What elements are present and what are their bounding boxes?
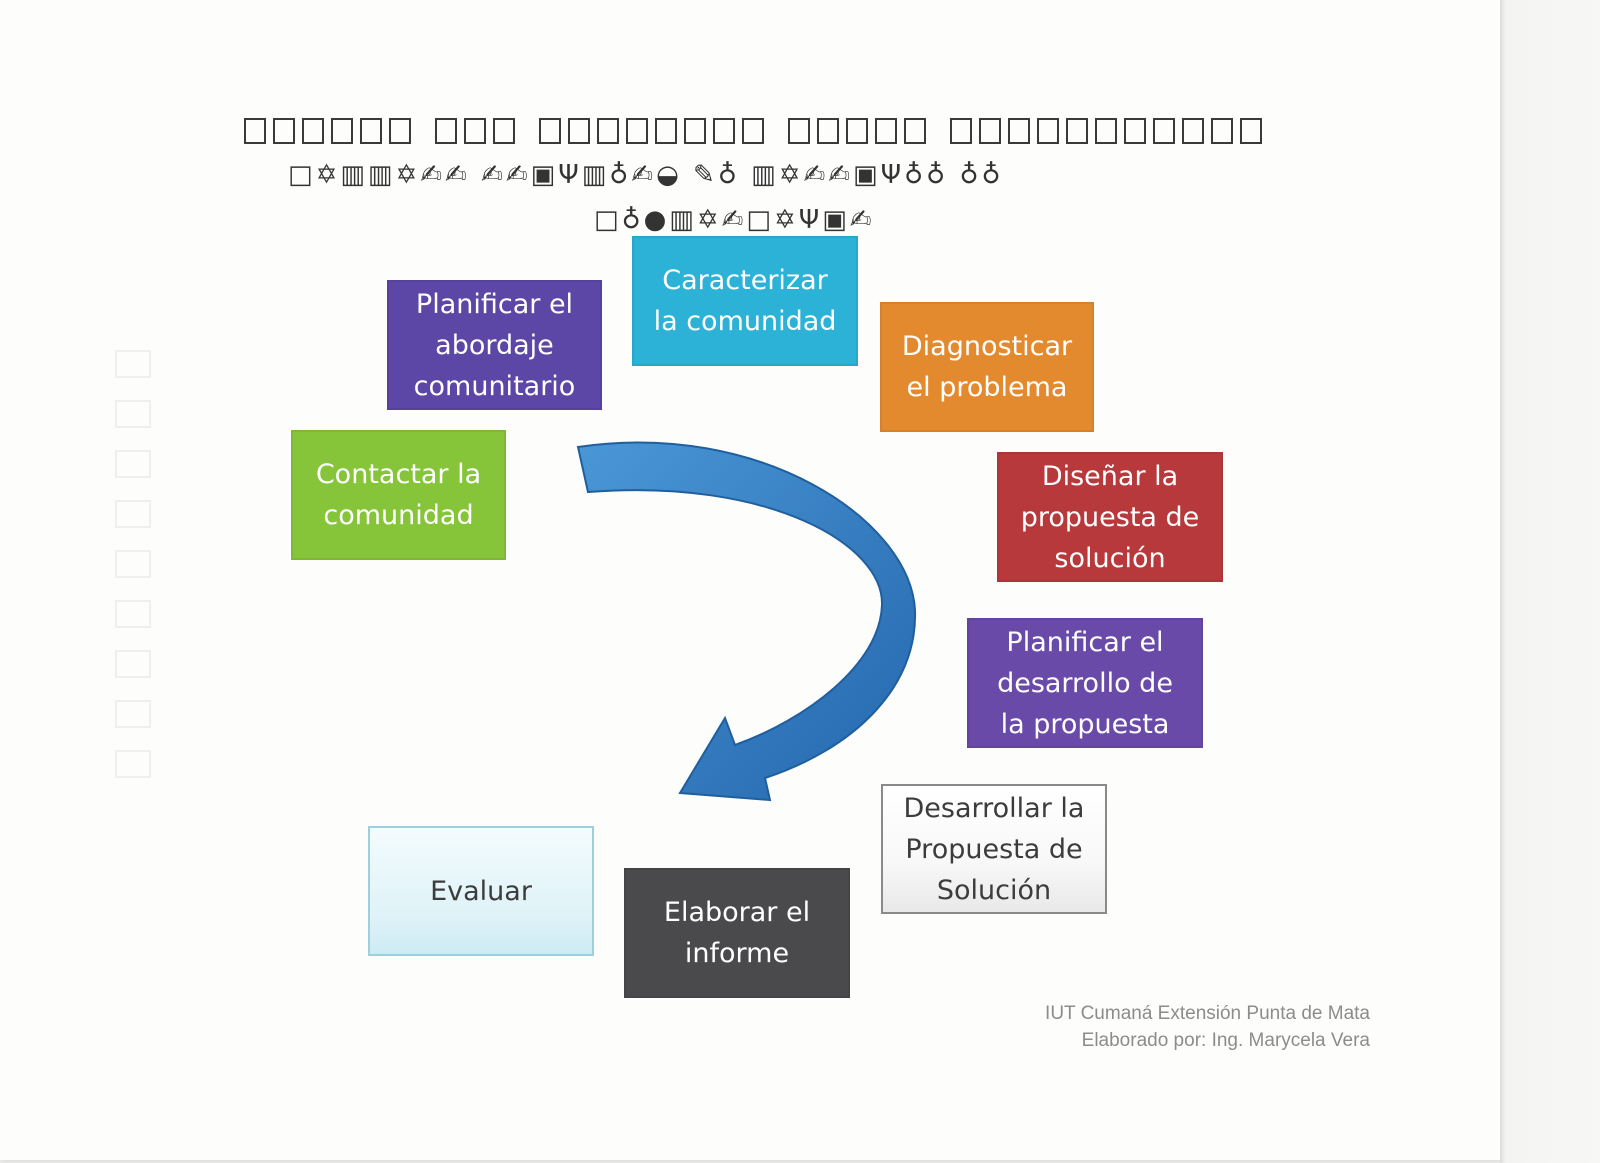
faint-margin-boxes: [115, 350, 153, 790]
title-word: [539, 118, 764, 144]
step-planificar-abordaje: Planificar el abordaje comunitario: [387, 280, 602, 410]
faint-box: [115, 350, 151, 378]
step-label-line: el problema: [906, 372, 1068, 403]
title-word: [788, 118, 926, 144]
title-word: [244, 118, 411, 144]
title-garbled-line: □♁●▥✡✍□✡Ψ▣✍: [594, 205, 875, 235]
step-label-line: desarrollo de: [997, 667, 1173, 699]
step-label-line: Planificar el: [415, 288, 574, 320]
step-label-line: Diagnosticar: [901, 331, 1073, 362]
step-label-line: informe: [684, 938, 790, 969]
step-desarrollar: Desarrollar la Propuesta de Solución: [881, 784, 1107, 914]
step-caracterizar: Caracterizar la comunidad: [632, 236, 858, 366]
faint-box: [115, 750, 151, 778]
step-label-line: Evaluar: [430, 875, 532, 907]
step-label-line: Elaborar el: [663, 897, 811, 928]
title-word: [435, 118, 515, 144]
step-label-line: la propuesta: [1000, 708, 1170, 740]
step-label-line: Propuesta de: [905, 833, 1083, 865]
scanner-edge: [1500, 0, 1600, 1163]
step-label-line: Contactar la: [315, 459, 482, 490]
step-label-line: Planificar el: [1006, 626, 1164, 658]
faint-box: [115, 400, 151, 428]
step-elaborar: Elaborar el informe: [624, 868, 850, 998]
faint-box: [115, 650, 151, 678]
step-label-line: solución: [1054, 542, 1166, 574]
step-label-line: Solución: [936, 874, 1052, 906]
step-contactar: Contactar la comunidad: [291, 430, 506, 560]
step-label-line: abordaje: [435, 329, 554, 361]
step-disenar: Diseñar la propuesta de solución: [997, 452, 1223, 582]
title-missing-glyphs: [244, 118, 1264, 144]
author-credit: IUT Cumaná Extensión Punta de Mata Elabo…: [1045, 1000, 1370, 1054]
curved-arrow-icon: [576, 441, 917, 802]
faint-box: [115, 700, 151, 728]
title-word: [950, 118, 1262, 144]
faint-box: [115, 500, 151, 528]
faint-box: [115, 450, 151, 478]
step-label-line: Caracterizar: [662, 265, 828, 296]
step-label-line: comunidad: [323, 500, 474, 531]
step-label-line: la comunidad: [653, 306, 837, 337]
step-diagnosticar: Diagnosticar el problema: [880, 302, 1094, 432]
step-label-line: comunitario: [413, 370, 576, 402]
step-label-line: Desarrollar la: [903, 792, 1085, 824]
credit-line-author: Elaborado por: Ing. Marycela Vera: [1081, 1030, 1370, 1051]
faint-box: [115, 600, 151, 628]
credit-line-institution: IUT Cumaná Extensión Punta de Mata: [1045, 1003, 1370, 1024]
title-garbled-line: □✡▥▥✡✍✍ ✍✍▣Ψ▥♁✍◒ ✎♁ ▥✡✍✍▣Ψ♁♁ ♁♁: [288, 160, 1004, 190]
step-label-line: Diseñar la: [1041, 460, 1179, 492]
step-label-line: propuesta de: [1020, 501, 1200, 533]
faint-box: [115, 550, 151, 578]
step-planificar-desarrollo: Planificar el desarrollo de la propuesta: [967, 618, 1203, 748]
step-evaluar: Evaluar: [368, 826, 594, 956]
